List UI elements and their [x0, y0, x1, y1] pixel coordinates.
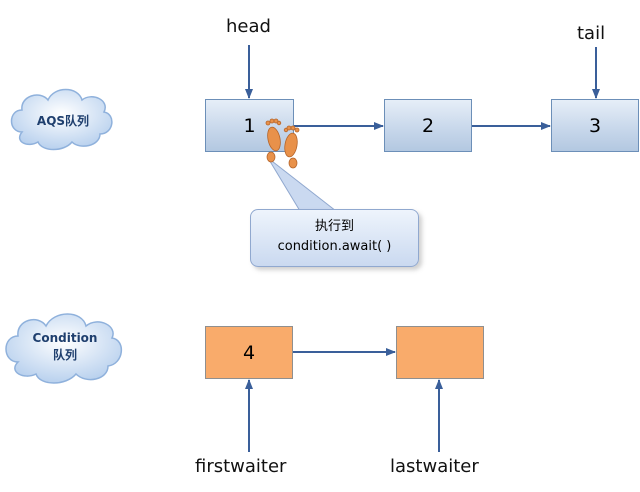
condition-queue-label-line2: 队列 [52, 348, 77, 362]
condition-node-4: 4 [205, 326, 293, 379]
condition-node-last [396, 326, 484, 379]
aqs-queue-label: AQS队列 [36, 114, 90, 128]
aqs-node-1-value: 1 [243, 114, 256, 137]
aqs-node-2: 2 [384, 99, 472, 152]
await-callout: 执行到 condition.await( ) [250, 209, 419, 267]
aqs-node-2-value: 2 [421, 114, 435, 137]
footprints-icon [265, 118, 300, 169]
aqs-node-3-value: 3 [588, 114, 602, 137]
firstwaiter-label: firstwaiter [195, 456, 287, 477]
callout-line-2: condition.await( ) [277, 239, 392, 254]
tail-label: tail [577, 23, 606, 44]
cloud-icon [5, 313, 122, 384]
aqs-node-1: 1 [205, 99, 294, 152]
head-label: head [226, 16, 271, 37]
lastwaiter-label: lastwaiter [390, 456, 479, 477]
aqs-node-3: 3 [551, 99, 639, 152]
condition-queue-label-line1: Condition [32, 331, 98, 345]
cloud-icon [10, 88, 113, 151]
callout-line-1: 执行到 [314, 219, 354, 234]
condition-queue-label: Condition 队列 [10, 330, 120, 364]
condition-node-4-value: 4 [242, 341, 256, 364]
